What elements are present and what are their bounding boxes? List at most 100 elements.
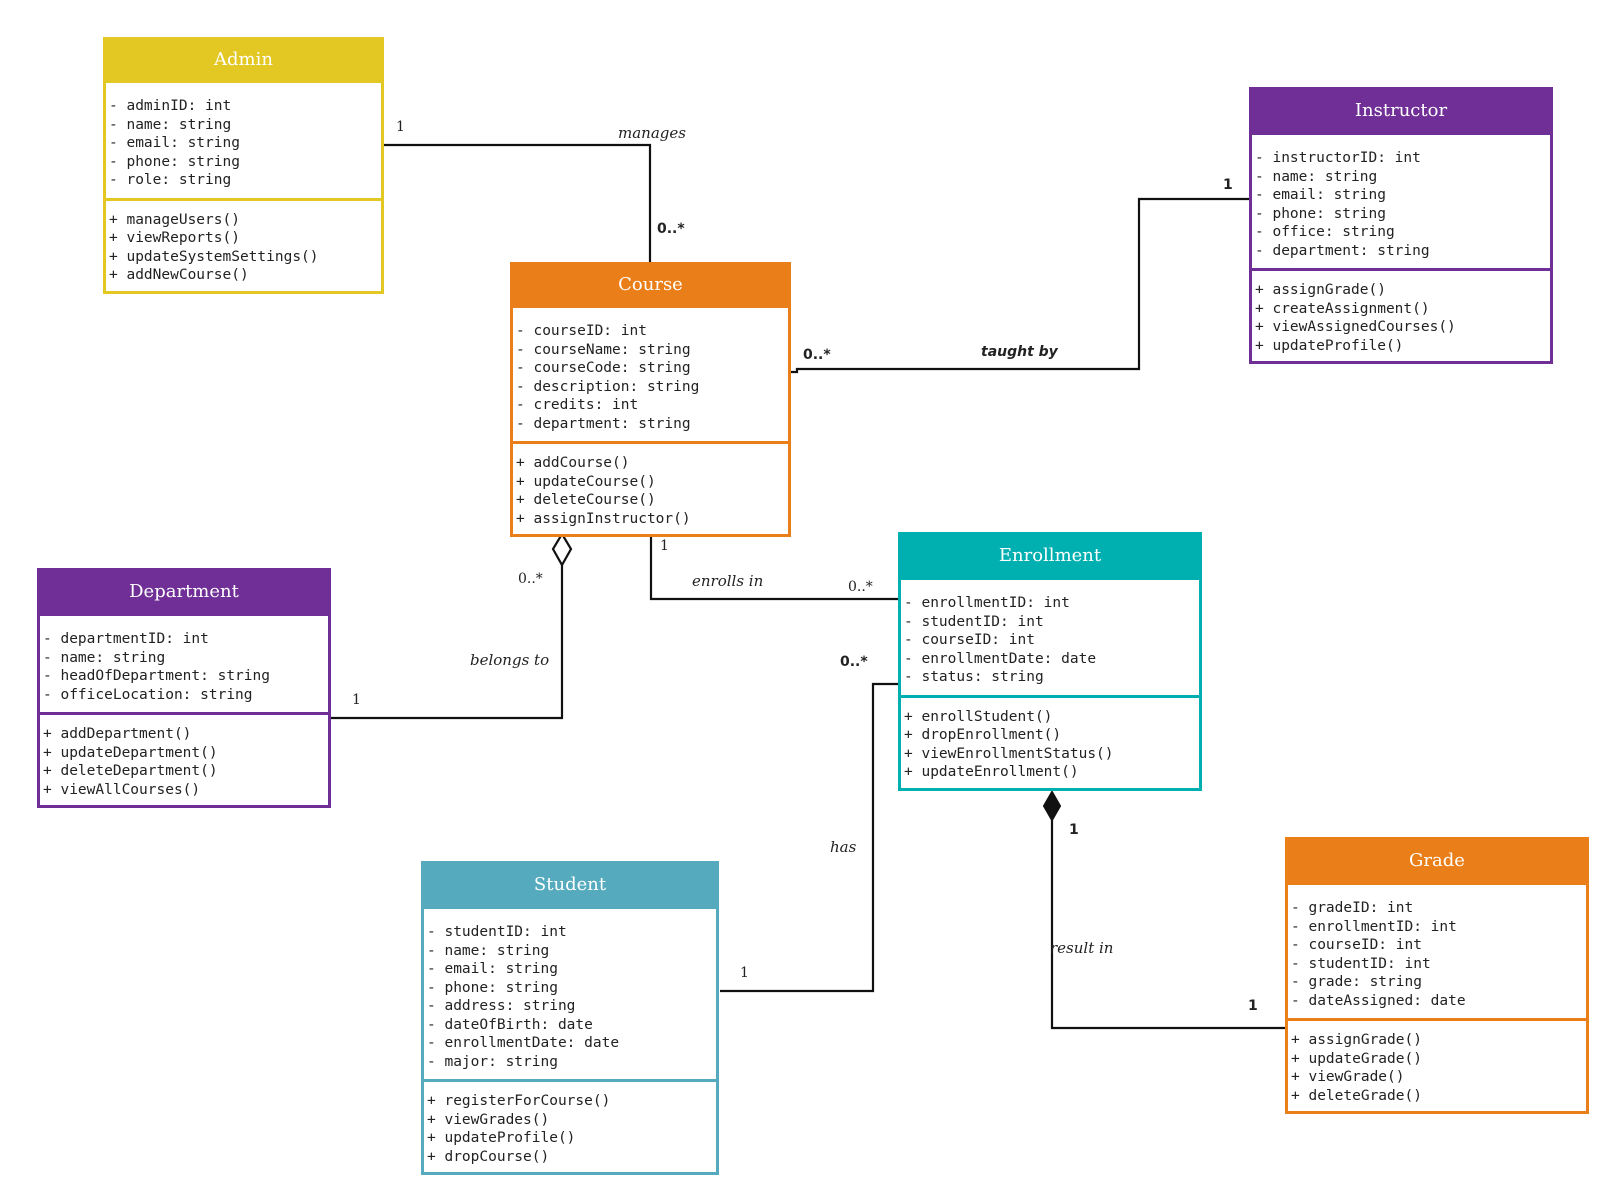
class-attribute: - credits: int — [516, 397, 639, 413]
class-student[interactable]: Student - studentID: int- name: string- … — [421, 861, 719, 1175]
class-attribute: - enrollmentDate: date — [904, 650, 1097, 667]
class-grade-name: Grade — [1288, 840, 1586, 885]
class-admin-name: Admin — [106, 40, 381, 83]
class-instructor-name: Instructor — [1252, 90, 1550, 135]
class-attribute: - status: string — [904, 669, 1044, 685]
class-attribute: - enrollmentID: int — [1291, 918, 1457, 935]
class-attribute: - office: string — [1255, 224, 1395, 240]
class-operation: + createAssignment() — [1255, 300, 1430, 317]
class-course-attributes: - courseID: int- courseName: string- cou… — [513, 308, 788, 441]
class-attribute: - phone: string — [1255, 205, 1386, 222]
enrolls-in-label: enrolls in — [692, 572, 764, 590]
has-source-multiplicity: 0..* — [840, 654, 868, 670]
class-operation: + deleteGrade() — [1291, 1087, 1422, 1104]
class-attribute: - address: string — [427, 998, 576, 1014]
composition-diamond-icon — [1042, 789, 1062, 823]
aggregation-diamond-icon — [551, 531, 573, 568]
class-instructor[interactable]: Instructor - instructorID: int - name: st… — [1249, 87, 1553, 364]
class-attribute: - email: string — [109, 135, 240, 151]
belongs-to-label: belongs to — [470, 651, 550, 669]
result-in-connector — [1050, 820, 1287, 1030]
class-operation: + dropEnrollment() — [904, 727, 1062, 743]
class-operation: + assignGrade() — [1291, 1032, 1422, 1048]
class-attribute: - studentID: int — [427, 924, 567, 940]
class-operation: + updateProfile() — [1255, 337, 1404, 354]
has-connector — [720, 682, 899, 993]
taught-by-source-multiplicity: 0..* — [803, 347, 831, 363]
class-attribute: - role: string — [109, 172, 232, 188]
class-attribute: - courseName: string — [516, 341, 691, 358]
class-operation: + viewAssignedCourses() — [1255, 319, 1456, 335]
class-attribute: - officeLocation: string — [43, 686, 253, 703]
class-operation: + updateSystemSettings() — [109, 248, 319, 265]
class-attribute: - dateOfBirth: date — [427, 1016, 593, 1033]
class-attribute: - instructorID: int — [1255, 150, 1421, 166]
class-admin[interactable]: Admin - adminID: int - name: string - emai… — [103, 37, 384, 294]
class-attribute: - enrollmentDate: date — [427, 1035, 620, 1051]
result-in-label: result in — [1050, 939, 1114, 957]
class-enrollment-attributes: - enrollmentID: int- studentID: int- cou… — [901, 580, 1199, 695]
class-operation: + viewGrade() — [1291, 1069, 1405, 1085]
class-operation: + dropCourse() — [427, 1148, 550, 1165]
class-operation: + deleteDepartment() — [43, 763, 218, 779]
class-attribute: - name: string — [1255, 168, 1378, 185]
class-department-name: Department — [40, 571, 328, 616]
manages-label: manages — [618, 124, 686, 142]
class-attribute: - name: string — [427, 942, 550, 959]
class-attribute: - studentID: int — [1291, 955, 1431, 972]
class-student-name: Student — [424, 864, 716, 909]
enrolls-in-source-multiplicity: 1 — [660, 538, 669, 554]
class-admin-operations: + manageUsers()+ viewReports()+ updateSy… — [106, 197, 381, 291]
class-operation: + updateDepartment() — [43, 744, 218, 761]
class-department[interactable]: Department - departmentID: int- name: st… — [37, 568, 331, 808]
enrolls-in-target-multiplicity: 0..* — [848, 579, 873, 595]
class-operation: + updateCourse() — [516, 473, 656, 490]
class-operation: + updateGrade() — [1291, 1050, 1422, 1067]
class-operation: + viewGrades() — [427, 1111, 550, 1128]
belongs-to-source-multiplicity: 0..* — [518, 571, 543, 587]
class-course-name: Course — [513, 265, 788, 308]
manages-connector — [382, 143, 652, 262]
taught-by-target-multiplicity: 1 — [1223, 177, 1233, 193]
has-label: has — [830, 838, 857, 856]
class-enrollment-operations: + enrollStudent()+ dropEnrollment()+ vie… — [901, 694, 1199, 788]
class-grade-attributes: - gradeID: int - enrollmentID: int - cours… — [1288, 885, 1586, 1018]
class-operation: + assignInstructor() — [516, 510, 691, 527]
class-enrollment-name: Enrollment — [901, 535, 1199, 580]
class-grade-operations: + assignGrade() + updateGrade() + viewGrad… — [1288, 1018, 1586, 1111]
class-attribute: - department: string — [516, 415, 691, 432]
class-operation: + viewAllCourses() — [43, 781, 201, 798]
result-in-source-multiplicity: 1 — [1069, 822, 1079, 838]
has-target-multiplicity: 1 — [740, 965, 749, 981]
class-course[interactable]: Course - courseID: int - courseName: stri… — [510, 262, 791, 537]
class-attribute: - email: string — [1255, 187, 1386, 203]
class-attribute: - courseID: int — [904, 632, 1035, 648]
class-attribute: - courseID: int — [1291, 937, 1422, 953]
class-enrollment[interactable]: Enrollment - enrollmentID: int- studentI… — [898, 532, 1202, 791]
class-attribute: - name: string — [109, 116, 232, 133]
class-operation: + deleteCourse() — [516, 492, 656, 508]
result-in-target-multiplicity: 1 — [1248, 998, 1258, 1014]
taught-by-connector — [790, 197, 1250, 374]
class-attribute: - phone: string — [109, 153, 240, 170]
class-operation: + registerForCourse() — [427, 1093, 611, 1109]
class-student-operations: + registerForCourse()+ viewGrades()+ upd… — [424, 1079, 716, 1172]
class-student-attributes: - studentID: int - name: string - email: s… — [424, 909, 716, 1079]
class-course-operations: + addCourse()+ updateCourse()+ deleteCou… — [513, 441, 788, 534]
class-attribute: - email: string — [427, 961, 558, 977]
class-grade[interactable]: Grade - gradeID: int- enrollmentID: int-… — [1285, 837, 1589, 1114]
class-attribute: - description: string — [516, 378, 700, 395]
class-attribute: - gradeID: int — [1291, 900, 1414, 916]
class-operation: + addDepartment() — [43, 726, 192, 742]
class-attribute: - enrollmentID: int — [904, 595, 1070, 611]
class-admin-attributes: - adminID: int - name: string - email: str… — [106, 83, 381, 198]
class-operation: + assignGrade() — [1255, 282, 1386, 298]
class-attribute: - courseID: int — [516, 323, 647, 339]
manages-target-multiplicity: 0..* — [657, 221, 685, 237]
taught-by-label: taught by — [981, 344, 1058, 360]
class-attribute: - headOfDepartment: string — [43, 668, 270, 684]
class-attribute: - departmentID: int — [43, 631, 209, 647]
class-department-attributes: - departmentID: int- name: string- headO… — [40, 616, 328, 712]
class-attribute: - adminID: int — [109, 98, 232, 114]
